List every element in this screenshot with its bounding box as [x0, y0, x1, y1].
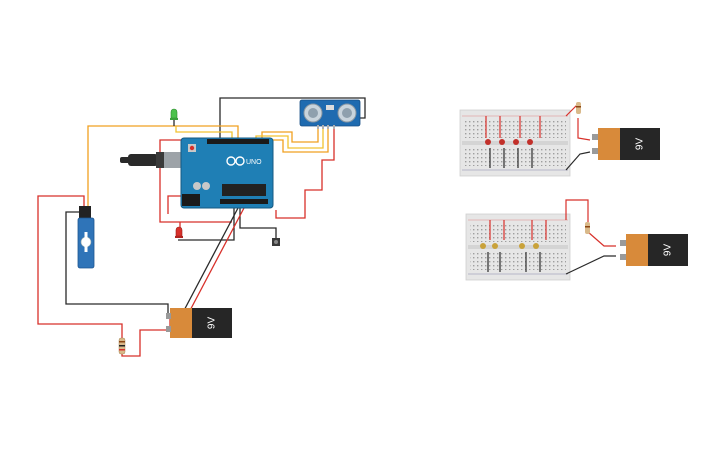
top-right-wires [485, 103, 591, 171]
led-yellow-bottom-2[interactable] [492, 243, 498, 249]
wire-red-usb-side[interactable] [167, 195, 186, 214]
led-red-top-3[interactable] [513, 139, 519, 145]
led-red-top-4[interactable] [527, 139, 533, 145]
led-yellow-bottom-3[interactable] [519, 243, 525, 249]
leds-top-row [485, 139, 533, 145]
leds-bottom-row [480, 243, 539, 249]
wire-yellow-led[interactable] [175, 126, 233, 142]
wire-black-gnd-2[interactable] [179, 207, 239, 319]
wire-red-bottom-battery[interactable] [587, 231, 616, 247]
wire-orange-servo[interactable] [87, 125, 239, 208]
led-red-top-1[interactable] [485, 139, 491, 145]
arduino-logo-icon [226, 156, 245, 166]
wire-red-top-battery[interactable] [577, 118, 591, 141]
wire-black-gnd-1[interactable] [178, 206, 235, 241]
resistor-top-right[interactable] [576, 102, 581, 114]
usb-cable [120, 152, 184, 168]
sensor-pins [317, 125, 335, 129]
breadboard-bottom-holes [470, 224, 566, 270]
wire-red-battery-link[interactable] [121, 318, 171, 357]
battery-top-right[interactable]: 9V [592, 128, 660, 160]
wire-yellow-sensor-2[interactable] [255, 128, 324, 149]
wire-red-servo-loop[interactable] [37, 195, 123, 338]
wire-orange-sensor-1[interactable] [261, 128, 319, 143]
bottom-right-wires [487, 199, 616, 275]
resistor-bottom-right[interactable] [585, 222, 590, 234]
push-button[interactable] [272, 238, 280, 246]
led-red-top-2[interactable] [499, 139, 505, 145]
battery-main-label: 9V [207, 317, 218, 330]
wire-red-arduino-left[interactable] [159, 139, 232, 223]
battery-bottom-right-label: 9V [663, 244, 674, 257]
led-green[interactable] [170, 108, 178, 120]
wire-black-bottom-battery[interactable] [565, 255, 616, 275]
battery-main[interactable]: 9V [166, 308, 232, 338]
wire-red-sensor-vcc[interactable] [275, 128, 335, 219]
wire-black-sensor[interactable] [219, 97, 366, 140]
led-yellow-bottom-1[interactable] [480, 243, 486, 249]
left-wires [37, 97, 366, 357]
resistor-left[interactable] [118, 337, 126, 355]
arduino-model-label: UNO [246, 159, 262, 166]
battery-top-right-label: 9V [635, 138, 646, 151]
led-red[interactable] [175, 226, 183, 238]
ultrasonic-sensor[interactable] [299, 99, 361, 129]
wire-black-button[interactable] [239, 206, 277, 238]
wire-red-bottom-rail[interactable] [565, 199, 589, 222]
battery-bottom-right[interactable]: 9V [620, 234, 688, 266]
wire-red-vin[interactable] [185, 207, 245, 319]
wire-black-top-battery[interactable] [565, 151, 591, 171]
wire-black-servo[interactable] [65, 211, 169, 318]
servo-motor[interactable] [77, 206, 95, 269]
arduino-uno[interactable]: UNO [120, 137, 274, 209]
led-yellow-bottom-4[interactable] [533, 243, 539, 249]
